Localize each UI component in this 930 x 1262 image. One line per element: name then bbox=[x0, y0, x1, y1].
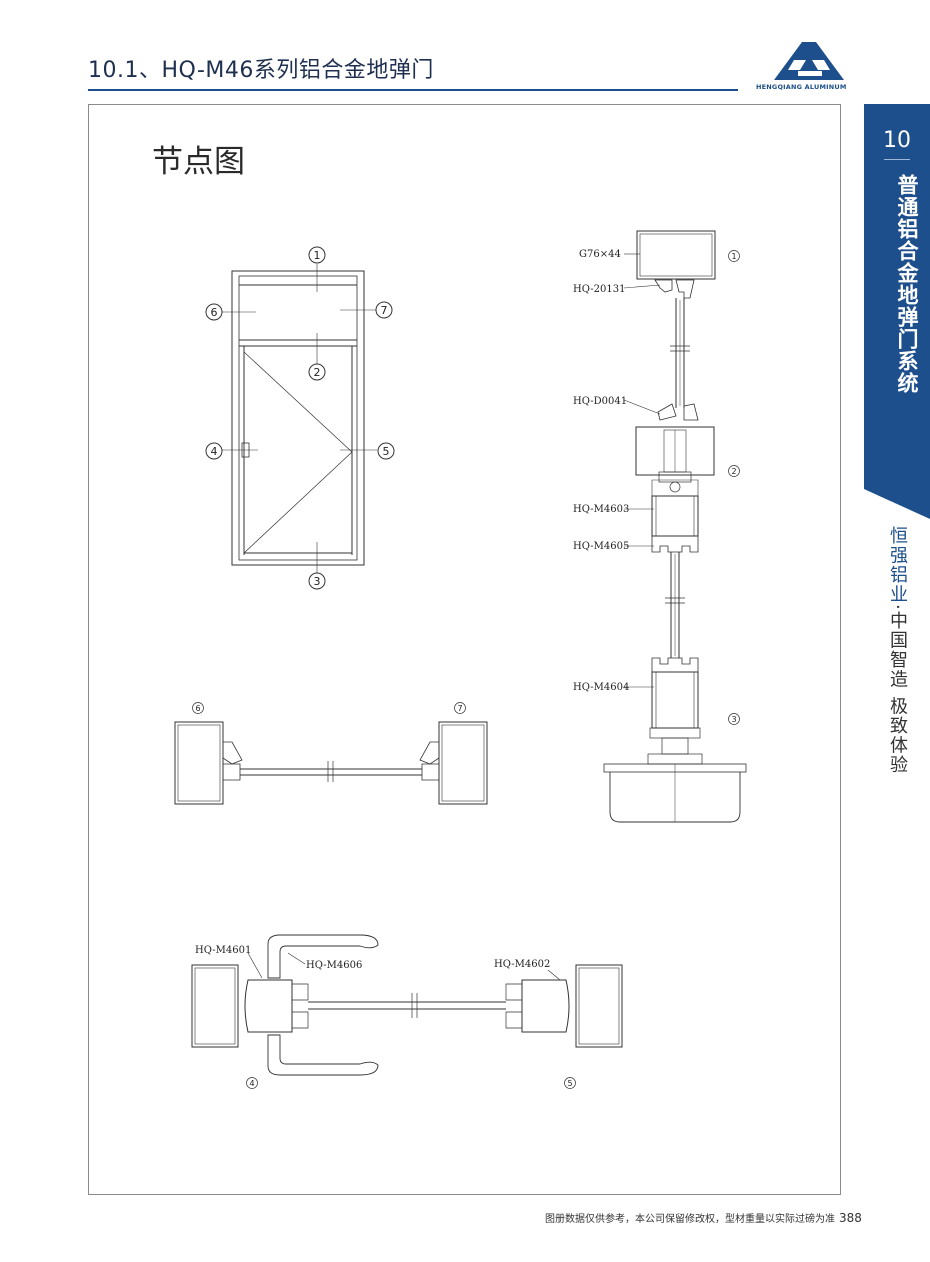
header-rule bbox=[88, 89, 738, 91]
label-hq-m4601: HQ-M4601 bbox=[195, 945, 251, 956]
s67-marker-7: 7 bbox=[457, 704, 462, 713]
label-hq-m4603: HQ-M4603 bbox=[573, 504, 629, 515]
section-45-labels: HQ-M4601 HQ-M4606 HQ-M4602 4 5 bbox=[195, 945, 573, 1088]
vertical-section bbox=[603, 230, 747, 823]
label-g76x44: G76×44 bbox=[579, 249, 621, 260]
marker-circle-7 bbox=[375, 301, 393, 319]
marker-circle-2 bbox=[308, 363, 326, 381]
logo-text: HENGQIANG ALUMINUM bbox=[756, 83, 847, 91]
slogan-brand: 恒强铝业 bbox=[887, 526, 908, 604]
footer-note: 图册数据仅供参考，本公司保留修改权，型材重量以实际过磅为准 bbox=[545, 1214, 835, 1225]
label-hq-m4604: HQ-M4604 bbox=[573, 682, 629, 693]
marker-circle-4 bbox=[205, 442, 223, 460]
vertical-section-labels: G76×44 HQ-20131 HQ-D0041 HQ-M4603 HQ-M46… bbox=[573, 249, 737, 724]
marker-6: 6 bbox=[211, 306, 218, 319]
vs-marker-2: 2 bbox=[731, 467, 736, 476]
page-title: 10.1、HQ-M46系列铝合金地弹门 bbox=[88, 58, 434, 83]
slogan-rest: 中国智造 极致体验 bbox=[887, 611, 908, 775]
chapter-number: 10 bbox=[883, 128, 911, 153]
section-67-labels: 6 7 bbox=[195, 704, 462, 713]
footer: 图册数据仅供参考，本公司保留修改权，型材重量以实际过磅为准 388 bbox=[545, 1210, 862, 1225]
chapter-title: 普通铝合金地弹门系统 bbox=[895, 174, 919, 394]
marker-1: 1 bbox=[314, 249, 321, 262]
content-frame bbox=[88, 104, 841, 1195]
elevation-markers: 1 2 3 4 5 6 7 bbox=[211, 249, 390, 588]
label-hq-m4605: HQ-M4605 bbox=[573, 541, 629, 552]
s67-marker-6: 6 bbox=[195, 704, 200, 713]
vs-marker-1: 1 bbox=[731, 252, 736, 261]
section-4-5 bbox=[191, 934, 623, 1089]
marker-circle-3 bbox=[308, 572, 326, 590]
door-elevation bbox=[205, 246, 395, 590]
company-logo bbox=[774, 42, 844, 80]
s45-marker-5: 5 bbox=[567, 1079, 572, 1088]
label-hq-m4606: HQ-M4606 bbox=[306, 960, 362, 971]
section-6-7 bbox=[174, 702, 488, 805]
slogan-separator: · bbox=[887, 604, 908, 612]
marker-circle-1 bbox=[308, 246, 326, 264]
chapter-divider bbox=[884, 159, 910, 160]
marker-circle-6 bbox=[205, 303, 223, 321]
marker-2: 2 bbox=[314, 366, 321, 379]
marker-4: 4 bbox=[211, 445, 218, 458]
chapter-band bbox=[864, 104, 930, 519]
marker-7: 7 bbox=[381, 304, 388, 317]
marker-circle-5 bbox=[377, 442, 395, 460]
label-hq-20131: HQ-20131 bbox=[573, 284, 625, 295]
vs-marker-3: 3 bbox=[731, 715, 736, 724]
label-hq-d0041: HQ-D0041 bbox=[573, 396, 627, 407]
s45-marker-4: 4 bbox=[249, 1079, 254, 1088]
marker-5: 5 bbox=[383, 445, 390, 458]
slogan: 恒强铝业·中国智造 极致体验 bbox=[882, 526, 912, 774]
marker-3: 3 bbox=[314, 575, 321, 588]
page-number: 388 bbox=[839, 1211, 862, 1225]
section-title: 节点图 bbox=[152, 144, 245, 180]
label-hq-m4602: HQ-M4602 bbox=[494, 959, 550, 970]
